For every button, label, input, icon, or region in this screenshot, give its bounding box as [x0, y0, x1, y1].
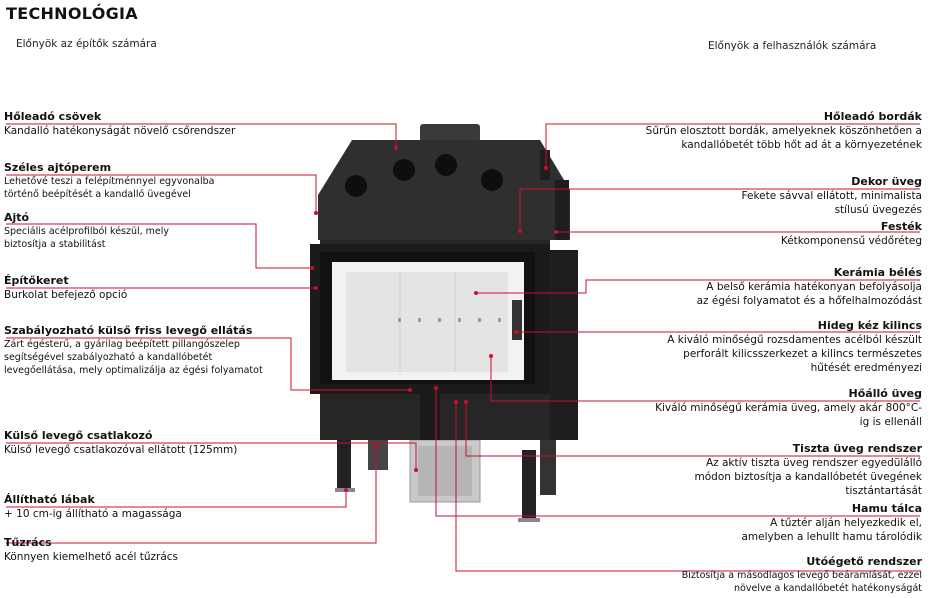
feature-desc: Sűrűn elosztott bordák, amelyeknek köszö… — [645, 125, 922, 151]
feature-title: Hőleadó csövek — [4, 110, 102, 123]
feature-desc: A belső kerámia hatékonyan befolyásolja … — [696, 281, 922, 307]
feature-desc: A kiváló minőségű rozsdamentes acélból k… — [667, 334, 922, 374]
feature-title: Dekor üveg — [851, 175, 922, 188]
right-header: Előnyök a felhasználók számára — [708, 40, 877, 52]
feature-desc: A tűztér alján helyezkedik el, amelyben … — [741, 517, 923, 543]
heat-pipes-hood — [318, 140, 570, 240]
feature-desc: Biztosítja a másodlagos levegő beáramlás… — [681, 570, 922, 594]
callout-dots — [310, 146, 558, 492]
feature-heat-pipes: Hőleadó csövek Kandalló hatékonyságát nö… — [4, 110, 304, 138]
feature-desc: Kétkomponensű védőréteg — [780, 235, 922, 247]
feature-fire-grate: Tűzrács Könnyen kiemelhető acél tűzrács — [4, 536, 304, 564]
feature-fresh-air-supply: Szabályozható külső friss levegő ellátás… — [4, 324, 304, 377]
feature-heat-fins: Hőleadó bordák Sűrűn elosztott bordák, a… — [592, 110, 922, 152]
feature-title: Külső levegő csatlakozó — [4, 429, 153, 442]
feature-wide-door-flange: Széles ajtóperem Lehetővé teszi a felépí… — [4, 161, 304, 201]
feature-heat-resistant-glass: Hőálló üveg Kiváló minőségű kerámia üveg… — [592, 387, 922, 429]
feature-title: Hőálló üveg — [848, 387, 922, 400]
feature-ash-tray: Hamu tálca A tűztér alján helyezkedik el… — [592, 502, 923, 544]
callout-lines-right — [435, 123, 920, 572]
feature-title: Utóégető rendszer — [806, 555, 922, 568]
feature-afterburner-system: Utóégető rendszer Biztosítja a másodlago… — [592, 555, 922, 595]
feature-desc: Kandalló hatékonyságát növelő csőrendsze… — [4, 125, 236, 137]
callout-lines-left — [6, 123, 417, 544]
feature-title: Szabályozható külső friss levegő ellátás — [4, 324, 253, 337]
feature-clean-glass-system: Tiszta üveg rendszer Az aktív tiszta üve… — [592, 442, 922, 498]
feature-desc: Külső levegő csatlakozóval ellátott (125… — [4, 444, 238, 456]
ceramic-lining — [346, 272, 508, 372]
feature-title: Építőkeret — [4, 274, 69, 287]
feature-ceramic-lining: Kerámia bélés A belső kerámia hatékonyan… — [592, 266, 922, 308]
feature-air-connector: Külső levegő csatlakozó Külső levegő csa… — [4, 429, 304, 457]
feature-title: Tiszta üveg rendszer — [792, 442, 922, 455]
feature-title: Kerámia bélés — [833, 266, 922, 279]
feature-desc: Burkolat befejező opció — [4, 289, 128, 301]
feature-door: Ajtó Speciális acélprofilból készül, mel… — [4, 211, 254, 251]
feature-adjustable-legs: Állítható lábak + 10 cm-ig állítható a m… — [4, 493, 304, 521]
ash-tray — [420, 390, 440, 440]
feature-desc: Kiváló minőségű kerámia üveg, amely akár… — [655, 402, 922, 428]
feature-title: Festék — [880, 220, 922, 233]
feature-title: Tűzrács — [4, 536, 52, 549]
feature-desc: Zárt égésterű, a gyárilag beépített pill… — [4, 339, 263, 376]
feature-title: Hamu tálca — [851, 502, 922, 515]
feature-title: Állítható lábak — [4, 493, 95, 506]
feature-desc: Fekete sávval ellátott, minimalista stíl… — [741, 190, 922, 216]
feature-desc: Speciális acélprofilból készül, mely biz… — [4, 226, 170, 250]
feature-title: Széles ajtóperem — [4, 161, 112, 174]
feature-desc: Az aktív tiszta üveg rendszer egyedüláll… — [694, 457, 922, 497]
page-title: TECHNOLÓGIA — [6, 4, 138, 23]
cold-hand-handle — [512, 300, 522, 340]
feature-cold-hand-handle: Hideg kéz kilincs A kiváló minőségű rozs… — [592, 319, 922, 375]
flue-outlet — [420, 124, 480, 142]
heat-fins — [540, 150, 578, 440]
adjustable-legs — [335, 440, 556, 522]
feature-desc: + 10 cm-ig állítható a magassága — [4, 508, 182, 520]
left-header: Előnyök az építők számára — [16, 38, 157, 50]
feature-desc: Lehetővé teszi a felépítménnyel egyvonal… — [4, 176, 215, 200]
feature-decor-glass: Dekor üveg Fekete sávval ellátott, minim… — [622, 175, 922, 217]
feature-title: Hideg kéz kilincs — [817, 319, 922, 332]
feature-paint: Festék Kétkomponensű védőréteg — [622, 220, 922, 248]
feature-desc: Könnyen kiemelhető acél tűzrács — [4, 551, 179, 563]
feature-title: Hőleadó bordák — [823, 110, 922, 123]
heat-pipe-holes — [345, 154, 503, 197]
feature-building-frame: Építőkeret Burkolat befejező opció — [4, 274, 304, 302]
feature-title: Ajtó — [4, 211, 30, 224]
